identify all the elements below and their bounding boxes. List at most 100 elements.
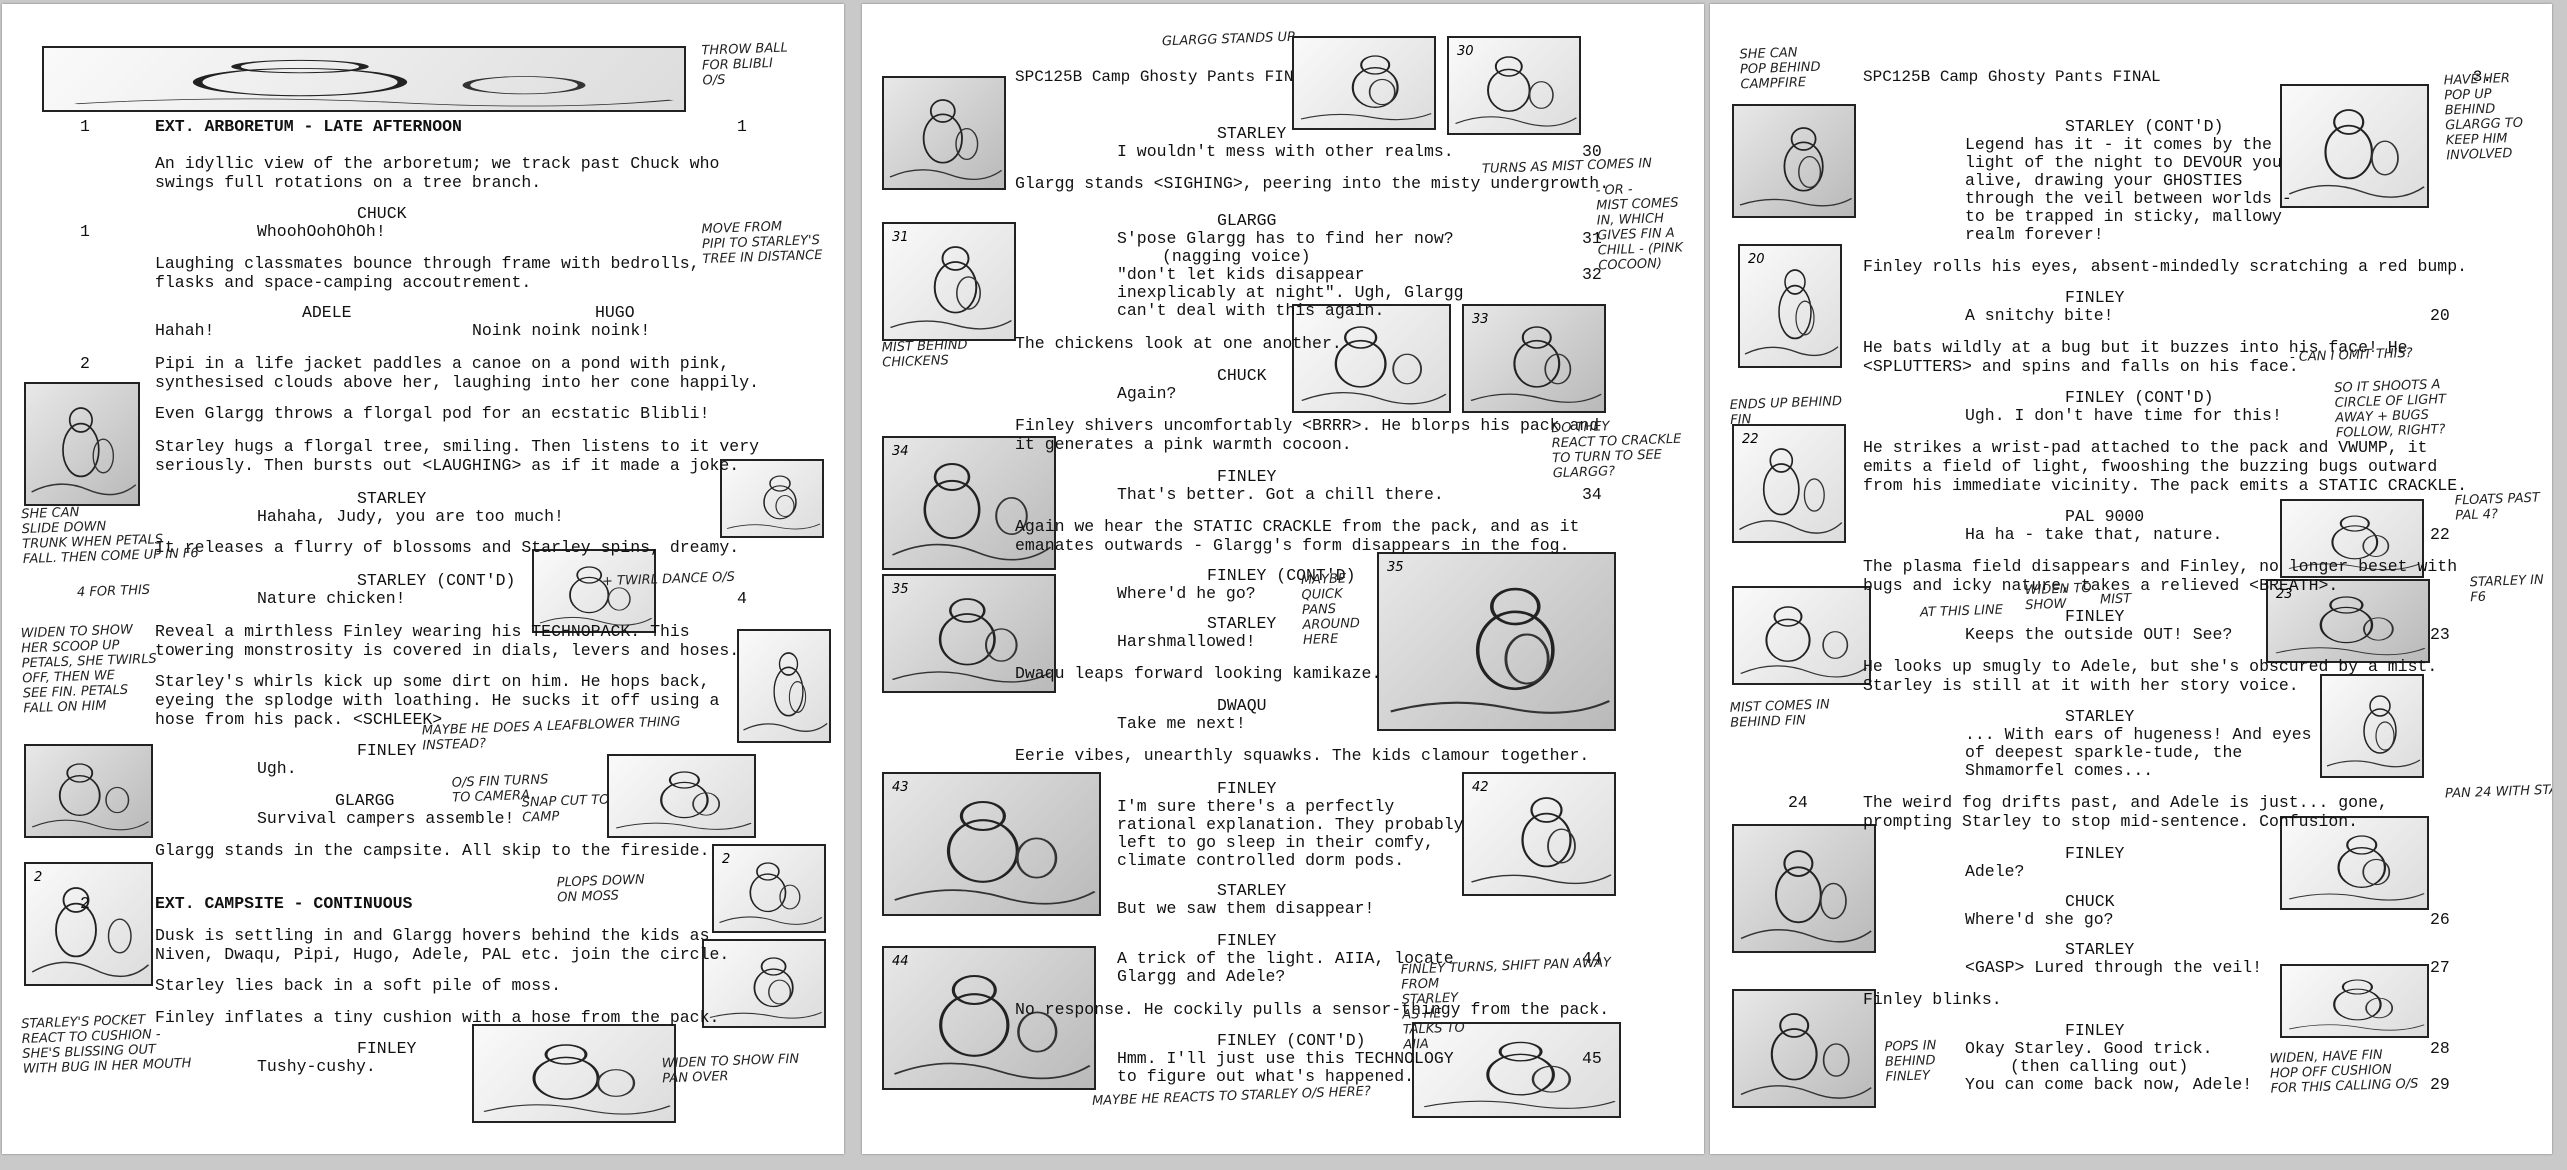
script-line: Where'd he go?: [1117, 584, 1256, 603]
script-line: Niven, Dwaqu, Pipi, Hugo, Adele, PAL etc…: [155, 945, 730, 964]
script-line: 31: [1582, 229, 1602, 248]
handwritten-note: HAVE HER POP UP BEHIND GLARGG TO KEEP HI…: [2443, 71, 2524, 164]
script-line: 34: [1582, 485, 1602, 504]
storyboard-panel: [24, 382, 140, 506]
script-line: HUGO: [595, 303, 635, 322]
script-line: 44: [1582, 949, 1602, 968]
script-line: STARLEY: [357, 489, 427, 508]
sketch-drawing: [709, 957, 822, 1019]
sketch-drawing: [1740, 850, 1872, 943]
storyboard-panel: 31: [882, 222, 1016, 341]
sketch-drawing: [893, 974, 1091, 1080]
script-line: Laughing classmates bounce through frame…: [155, 254, 700, 273]
script-line: FINLEY: [1217, 931, 1277, 950]
script-line: realm forever!: [1965, 225, 2104, 244]
storyboard-panel: [737, 629, 831, 743]
script-line: Noink noink noink!: [472, 321, 651, 340]
script-line: Finley inflates a tiny cushion with a ho…: [155, 1008, 720, 1027]
script-line: He bats wildly at a bug but it buzzes in…: [1863, 338, 2408, 357]
handwritten-note: PAN 24 WITH STARLEY: [2444, 781, 2552, 802]
script-line: He strikes a wrist-pad attached to the p…: [1863, 438, 2428, 457]
script-line: prompting Starley to stop mid-sentence. …: [1863, 812, 2359, 831]
script-line: FINLEY: [2065, 288, 2125, 307]
panel-number: 44: [892, 954, 909, 969]
storyboard-panel: 44: [882, 946, 1096, 1090]
script-line: 2: [80, 894, 90, 913]
handwritten-note: MAYBE QUICK PANS AROUND HERE: [1300, 571, 1361, 648]
script-line: A snitchy bite!: [1965, 306, 2114, 325]
script-line: Glargg stands <SIGHING>, peering into th…: [1015, 174, 1610, 193]
script-line: 2: [80, 354, 90, 373]
handwritten-note: WIDEN TO SHOW FIN PAN OVER: [661, 1051, 800, 1087]
storyboard-panel: 35: [882, 574, 1056, 693]
panel-number: 2: [722, 852, 731, 867]
script-line: The plasma field disappears and Finley, …: [1863, 557, 2458, 576]
sketch-drawing: [726, 475, 821, 530]
script-line: 22: [2430, 525, 2450, 544]
script-line: Glargg stands in the campsite. All skip …: [155, 841, 710, 860]
script-line: FINLEY (CONT'D): [1217, 1031, 1366, 1050]
script-line: alive, drawing your GHOSTIES: [1965, 171, 2243, 190]
handwritten-note: MIST BEHIND CHICKENS: [881, 337, 968, 371]
script-line: I'm sure there's a perfectly: [1117, 797, 1395, 816]
storyboard-panel: 34: [882, 436, 1056, 570]
script-line: of deepest sparkle-tude, the: [1965, 743, 2243, 762]
script-line: It releases a flurry of blossoms and Sta…: [155, 538, 740, 557]
panel-number: 2: [34, 870, 43, 885]
script-line: FINLEY (CONT'D): [2065, 388, 2214, 407]
page-header: SPC125B Camp Ghosty Pants FINAL: [1015, 68, 1313, 86]
script-line: 23: [2430, 625, 2450, 644]
script-line: That's better. Got a chill there.: [1117, 485, 1444, 504]
storyboard-panel: [2280, 964, 2429, 1038]
script-line: No response. He cockily pulls a sensor-t…: [1015, 1000, 1610, 1019]
sketch-drawing: [1739, 127, 1852, 207]
panel-number: 33: [1472, 312, 1489, 327]
sketch-drawing: [2275, 596, 2426, 656]
handwritten-note: WIDEN, HAVE FIN HOP OFF CUSHION FOR THIS…: [2269, 1047, 2419, 1097]
script-line: 4: [737, 589, 747, 608]
script-line: Finley blinks.: [1863, 990, 2002, 1009]
sketch-drawing: [891, 463, 1052, 561]
script-line: ADELE: [302, 303, 352, 322]
script-line: emits a field of light, fwooshing the bu…: [1863, 457, 2438, 476]
storyboard-panel: [2320, 674, 2424, 778]
storyboard-panel: [472, 1024, 676, 1123]
handwritten-note: SHE CAN POP BEHIND CAMPFIRE: [1739, 45, 1821, 93]
script-line: Again we hear the STATIC CRACKLE from th…: [1015, 517, 1580, 536]
script-line: You can come back now, Adele!: [1965, 1075, 2253, 1094]
script-line: Finley rolls his eyes, absent-mindedly s…: [1863, 257, 2467, 276]
handwritten-note: MOVE FROM PIPI TO STARLEY'S TREE IN DIST…: [701, 219, 823, 268]
script-line: Ugh.: [257, 759, 297, 778]
script-line: Where'd she go?: [1965, 910, 2114, 929]
sketch-drawing: [1300, 55, 1432, 121]
handwritten-note: SO IT SHOOTS A CIRCLE OF LIGHT AWAY + BU…: [2333, 377, 2447, 441]
sketch-drawing: [1744, 269, 1839, 357]
storyboard-panel: [702, 939, 826, 1028]
handwritten-note: GLARGG STANDS UP: [1161, 29, 1296, 50]
storyboard-panel: 22: [1732, 424, 1846, 543]
handwritten-note: - OR - MIST COMES IN, WHICH GIVES FIN A …: [1595, 182, 1684, 274]
handwritten-note: SNAP CUT TO CAMP: [521, 792, 610, 826]
script-line: The weird fog drifts past, and Adele is …: [1863, 793, 2388, 812]
handwritten-note: - CAN I OMIT THIS?: [2289, 345, 2413, 366]
scene-heading: EXT. CAMPSITE - CONTINUOUS: [155, 894, 413, 913]
panel-number: 42: [1472, 780, 1489, 795]
sketch-drawing: [2288, 515, 2420, 571]
script-line: through the veil between worlds -: [1965, 189, 2292, 208]
sketch-drawing: [890, 246, 1012, 330]
sketch-drawing: [2288, 835, 2425, 901]
handwritten-note: + TWIRL DANCE O/S: [601, 569, 736, 590]
script-line: flasks and space-camping accoutrement.: [155, 273, 532, 292]
panel-number: 31: [892, 230, 909, 245]
sketch-drawing: [74, 59, 674, 107]
script-line: I wouldn't mess with other realms.: [1117, 142, 1454, 161]
handwritten-note: POPS IN BEHIND FINLEY: [1884, 1038, 1937, 1085]
panel-number: 22: [1742, 432, 1759, 447]
script-line: 30: [1582, 142, 1602, 161]
handwritten-note: 4 FOR THIS: [76, 582, 151, 601]
handwritten-note: FLOATS PAST PAL 4?: [2454, 490, 2541, 524]
storyboard-panel: [720, 459, 824, 538]
script-line: CHUCK: [357, 204, 407, 223]
sketch-drawing: [1423, 1041, 1616, 1109]
